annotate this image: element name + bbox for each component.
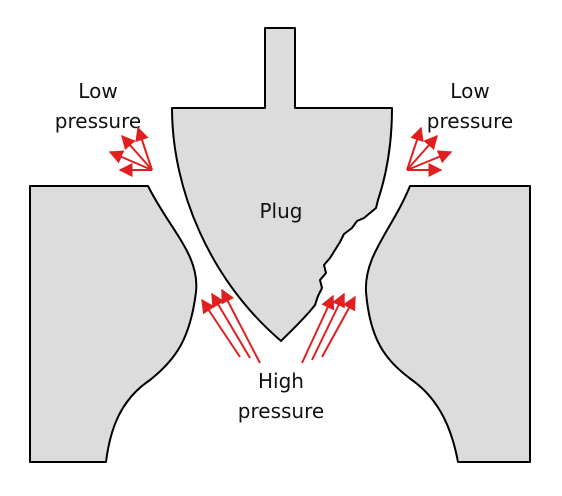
high-pressure-left-arrows [201,288,261,364]
low-pressure-left-arrows [108,126,153,177]
right-seat [364,185,531,463]
arrow [201,298,241,358]
low-pressure-left-line2: pressure [55,109,141,133]
arrow [211,292,251,359]
arrow [406,150,453,171]
low-pressure-right-arrows [406,126,453,177]
plug-label: Plug [260,199,303,223]
arrow [221,288,261,364]
arrow [108,150,153,171]
arrow [301,294,335,364]
arrow [135,126,153,171]
low-pressure-right-line2: pressure [427,109,513,133]
arrow [406,126,424,171]
left-seat [29,185,198,463]
low-pressure-right-line1: Low [450,79,489,103]
low-pressure-left-line1: Low [78,79,117,103]
high-pressure-right-arrows [301,292,356,364]
arrow [311,292,345,361]
plug [171,27,393,342]
high-pressure-line1: High [258,369,304,393]
arrow [406,134,438,171]
high-pressure-line2: pressure [238,399,324,423]
arrow [321,295,356,358]
arrow [121,134,153,171]
